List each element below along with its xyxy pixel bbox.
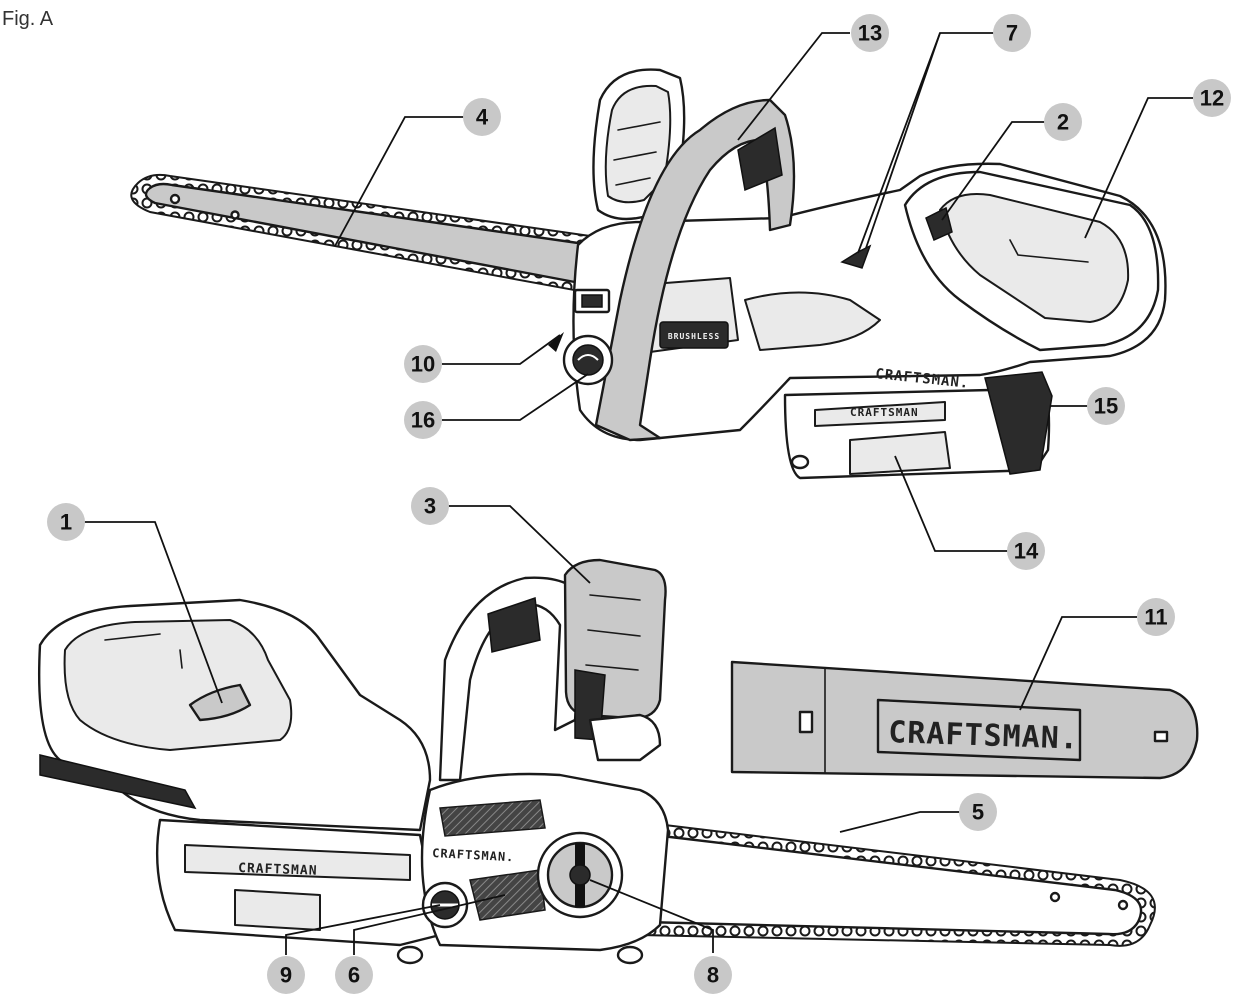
callout-6: 6 — [335, 956, 373, 994]
callout-15: 15 — [1087, 387, 1125, 425]
svg-text:12: 12 — [1200, 86, 1224, 111]
callout-3: 3 — [411, 487, 449, 525]
callout-5: 5 — [959, 793, 997, 831]
callout-12: 12 — [1193, 79, 1231, 117]
callout-7: 7 — [993, 14, 1031, 52]
svg-text:11: 11 — [1144, 605, 1167, 630]
svg-text:6: 6 — [348, 963, 360, 988]
svg-text:1: 1 — [60, 510, 72, 535]
callout-4: 4 — [463, 98, 501, 136]
svg-text:8: 8 — [707, 963, 719, 988]
bottom-guide-bar — [639, 820, 1156, 947]
svg-text:15: 15 — [1094, 394, 1118, 419]
svg-text:7: 7 — [1006, 21, 1018, 46]
callout-14: 14 — [1007, 532, 1045, 570]
callout-1: 1 — [47, 503, 85, 541]
top-battery-brand: CRAFTSMAN — [850, 406, 919, 419]
scabbard-brand: CRAFTSMAN. — [888, 715, 1080, 757]
svg-text:10: 10 — [411, 352, 435, 377]
svg-text:4: 4 — [476, 105, 489, 130]
leader-lines — [84, 32, 1193, 955]
svg-text:14: 14 — [1014, 539, 1039, 564]
bottom-body-brand: CRAFTSMAN. — [432, 846, 515, 864]
top-guide-bar — [130, 173, 592, 294]
bottom-chainsaw: CRAFTSMAN. CRAFTSMAN — [37, 558, 1199, 965]
bottom-body: CRAFTSMAN CRAFTSMAN. — [37, 558, 670, 965]
svg-text:16: 16 — [411, 408, 435, 433]
callout-9: 9 — [267, 956, 305, 994]
svg-text:9: 9 — [280, 963, 292, 988]
callout-16: 16 — [404, 401, 442, 439]
callout-2: 2 — [1044, 103, 1082, 141]
bottom-battery-brand: CRAFTSMAN — [238, 861, 318, 879]
top-brushless-label: BRUSHLESS — [668, 332, 720, 341]
callout-11: 11 — [1137, 598, 1175, 636]
svg-text:13: 13 — [858, 21, 882, 46]
callout-10: 10 — [404, 345, 442, 383]
top-body: BRUSHLESS CRAFTSMAN. CRAFTSMAN — [562, 98, 1167, 480]
top-battery: CRAFTSMAN — [783, 371, 1053, 480]
svg-text:5: 5 — [972, 800, 984, 825]
callout-8: 8 — [694, 956, 732, 994]
svg-text:3: 3 — [424, 494, 436, 519]
top-chainsaw: BRUSHLESS CRAFTSMAN. CRAFTSMAN — [130, 68, 1167, 480]
bar-scabbard: CRAFTSMAN. — [730, 660, 1199, 780]
callout-13: 13 — [851, 14, 889, 52]
figure-label: Fig. A — [2, 8, 54, 30]
svg-text:2: 2 — [1057, 110, 1069, 135]
